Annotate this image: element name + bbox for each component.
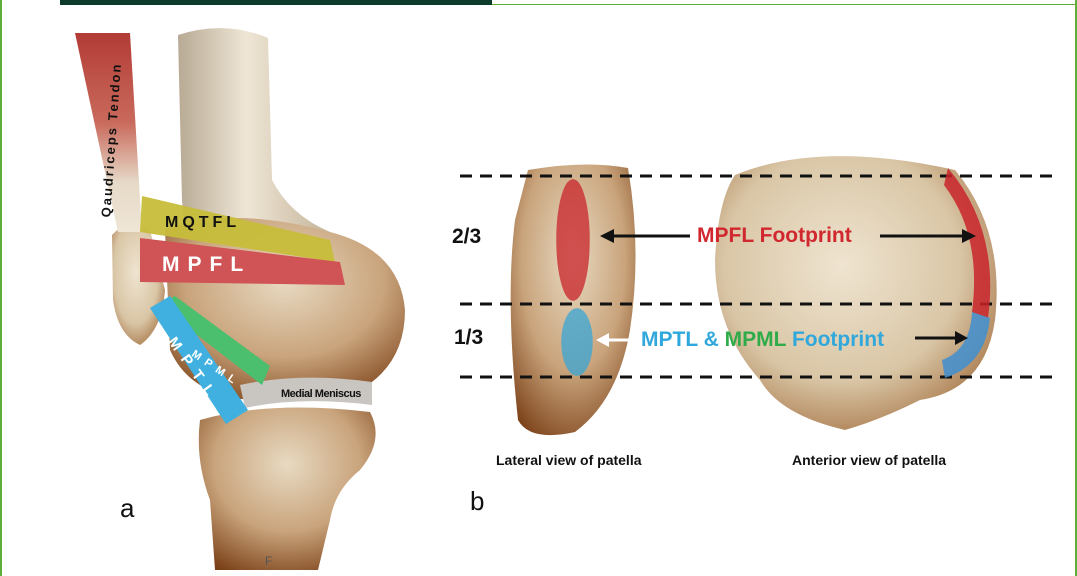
mpfl-word: MPFL [697, 224, 754, 247]
mqtfl-label: MQTFL [165, 214, 240, 232]
arrow-mpfl-left [600, 229, 690, 243]
upper-fraction-label: 2/3 [452, 225, 481, 249]
lower-fraction-label: 1/3 [454, 326, 483, 350]
mptl-footprint-oval [562, 309, 592, 375]
mpfl-label: MPFL [162, 253, 251, 277]
mpfl-footprint-oval [557, 180, 589, 300]
panel-letter-b: b [470, 486, 484, 517]
medial-meniscus-label: Medial Meniscus [281, 388, 361, 400]
mptl-word: MPTL [641, 328, 698, 351]
tibia [199, 408, 376, 571]
mpml-word: MPML [725, 328, 786, 351]
mptl-mpml-footprint-label: MPTL & MPML Footprint [641, 328, 884, 352]
footprint-word: Footprint [760, 224, 852, 247]
patella-views [460, 156, 1055, 435]
knee-illustration [75, 28, 405, 570]
footprint-word-2: Footprint [792, 328, 884, 351]
caption-anterior-view: Anterior view of patella [792, 452, 946, 468]
mpfl-footprint-label: MPFL Footprint [697, 224, 852, 248]
ampersand: & [704, 328, 719, 351]
bottom-mark: F [265, 554, 272, 568]
caption-lateral-view: Lateral view of patella [496, 452, 642, 468]
panel-letter-a: a [120, 493, 134, 524]
